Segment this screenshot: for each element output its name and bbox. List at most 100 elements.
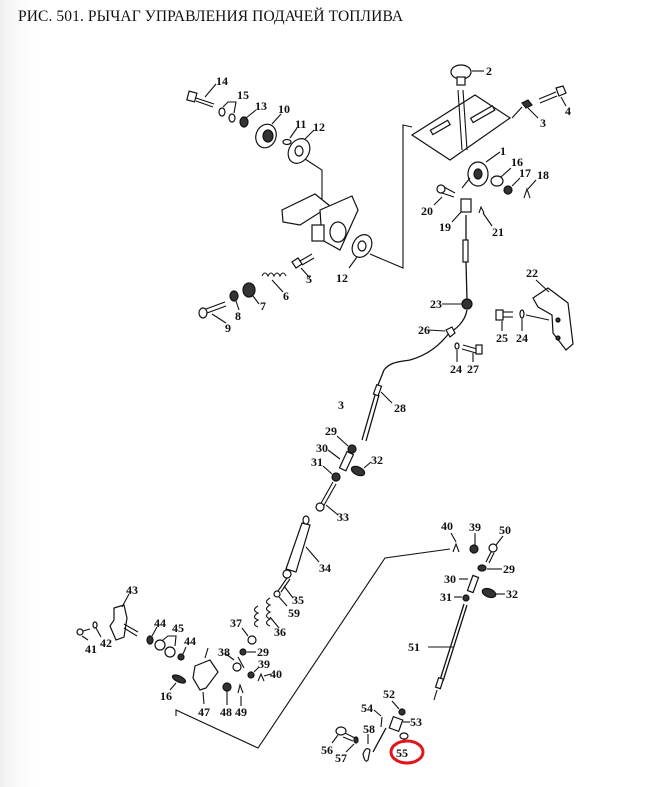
label-3: 3 bbox=[540, 116, 546, 130]
label-40-right: 40 bbox=[441, 519, 453, 533]
label-39-right: 39 bbox=[469, 520, 481, 534]
lever-43 bbox=[109, 593, 139, 641]
nut-31-right bbox=[454, 594, 470, 602]
nut-39-low bbox=[247, 666, 260, 679]
cable-sheath-28 bbox=[361, 369, 393, 442]
label-24-left: 24 bbox=[450, 362, 462, 376]
label-46: 16 bbox=[160, 689, 172, 703]
cable-51 bbox=[428, 603, 468, 701]
bracket-22 bbox=[532, 279, 574, 351]
nut-13 bbox=[239, 109, 257, 128]
sleeve-30-right bbox=[459, 574, 480, 594]
label-27: 27 bbox=[467, 362, 479, 376]
rod-end-35 bbox=[277, 569, 294, 599]
sleeve-30-mid bbox=[327, 449, 355, 472]
washer-12-top bbox=[287, 129, 315, 164]
label-8: 8 bbox=[235, 309, 241, 323]
label-6: 6 bbox=[283, 289, 289, 303]
pin-54 bbox=[373, 709, 383, 728]
label-21: 21 bbox=[492, 225, 504, 239]
label-38: 38 bbox=[218, 645, 230, 659]
label-26: 26 bbox=[418, 323, 430, 337]
bolt-25 bbox=[495, 309, 513, 331]
clevis-19 bbox=[451, 198, 472, 223]
part-32-right bbox=[481, 587, 505, 599]
label-10: 10 bbox=[278, 102, 290, 116]
pin-49 bbox=[237, 683, 244, 706]
label-2: 2 bbox=[486, 64, 492, 78]
bolt-20 bbox=[433, 184, 456, 206]
cable-main bbox=[383, 309, 468, 371]
label-44-left: 44 bbox=[154, 616, 166, 630]
label-51: 51 bbox=[408, 640, 420, 654]
label-11: 11 bbox=[295, 117, 306, 131]
rod-middle bbox=[465, 261, 468, 301]
part-46 bbox=[169, 674, 187, 691]
pin-18 bbox=[523, 179, 537, 199]
label-28: 28 bbox=[394, 401, 406, 415]
label-52: 52 bbox=[383, 687, 395, 701]
nut-29-low bbox=[239, 648, 256, 656]
label-22: 22 bbox=[526, 266, 538, 280]
label-32-mid: 32 bbox=[371, 453, 383, 467]
label-41: 41 bbox=[85, 642, 97, 656]
ring-37 bbox=[241, 627, 257, 645]
label-12-top: 12 bbox=[313, 120, 325, 134]
label-13: 13 bbox=[255, 99, 267, 113]
label-18: 18 bbox=[537, 168, 549, 182]
washer-16-top bbox=[490, 167, 512, 187]
label-31-right: 31 bbox=[440, 590, 452, 604]
label-14: 14 bbox=[216, 74, 228, 88]
washer-12-bottom bbox=[348, 234, 373, 269]
bushing-44-right bbox=[177, 646, 187, 661]
rod-end-upper bbox=[462, 239, 469, 263]
pin-21 bbox=[478, 205, 493, 227]
label-19: 19 bbox=[439, 220, 451, 234]
label-31-mid: 31 bbox=[311, 455, 323, 469]
washers-15 bbox=[218, 101, 237, 123]
label-30-right: 30 bbox=[444, 572, 456, 586]
pin-40-low bbox=[257, 672, 272, 682]
label-23: 23 bbox=[430, 297, 442, 311]
nut-48 bbox=[222, 682, 232, 705]
lever-plate bbox=[402, 89, 512, 161]
bolt-56 bbox=[331, 726, 356, 744]
connector-line-right bbox=[369, 124, 413, 269]
nut-23 bbox=[442, 298, 473, 310]
connector-line-lower bbox=[175, 548, 451, 749]
label-47: 47 bbox=[198, 705, 210, 719]
label-16-top: 16 bbox=[511, 155, 523, 169]
label-54: 54 bbox=[361, 701, 373, 715]
bolt-14 bbox=[186, 90, 215, 108]
bolt-9 bbox=[198, 301, 227, 324]
clip-58 bbox=[362, 727, 387, 762]
label-29-mid: 29 bbox=[325, 424, 337, 438]
label-55: 55 bbox=[396, 746, 408, 760]
label-17: 17 bbox=[519, 166, 531, 180]
washer-57 bbox=[345, 736, 359, 753]
nut-29-mid bbox=[336, 435, 357, 454]
label-57: 57 bbox=[335, 751, 347, 765]
label-45: 45 bbox=[172, 621, 184, 635]
nut-17 bbox=[503, 177, 521, 195]
label-59: 59 bbox=[288, 606, 300, 620]
highlight-circle-55 bbox=[389, 739, 425, 765]
washer-42 bbox=[92, 621, 102, 638]
label-25: 25 bbox=[496, 331, 508, 345]
label-34: 34 bbox=[319, 561, 331, 575]
label-7: 7 bbox=[260, 299, 266, 313]
label-36: 36 bbox=[274, 625, 286, 639]
pin-40-right bbox=[450, 532, 460, 553]
lever-hub-1 bbox=[461, 151, 501, 189]
label-15: 15 bbox=[237, 88, 249, 102]
clevis-53 bbox=[388, 715, 410, 733]
pin-11 bbox=[282, 127, 298, 146]
label-5: 5 bbox=[306, 272, 312, 286]
label-50: 50 bbox=[499, 523, 511, 537]
nut-29-right bbox=[477, 564, 502, 572]
bolt-5 bbox=[291, 253, 315, 279]
label-12-bottom: 12 bbox=[336, 271, 348, 285]
label-40-low: 40 bbox=[270, 667, 282, 681]
nut-31-mid bbox=[322, 465, 341, 482]
label-48: 48 bbox=[220, 705, 232, 719]
